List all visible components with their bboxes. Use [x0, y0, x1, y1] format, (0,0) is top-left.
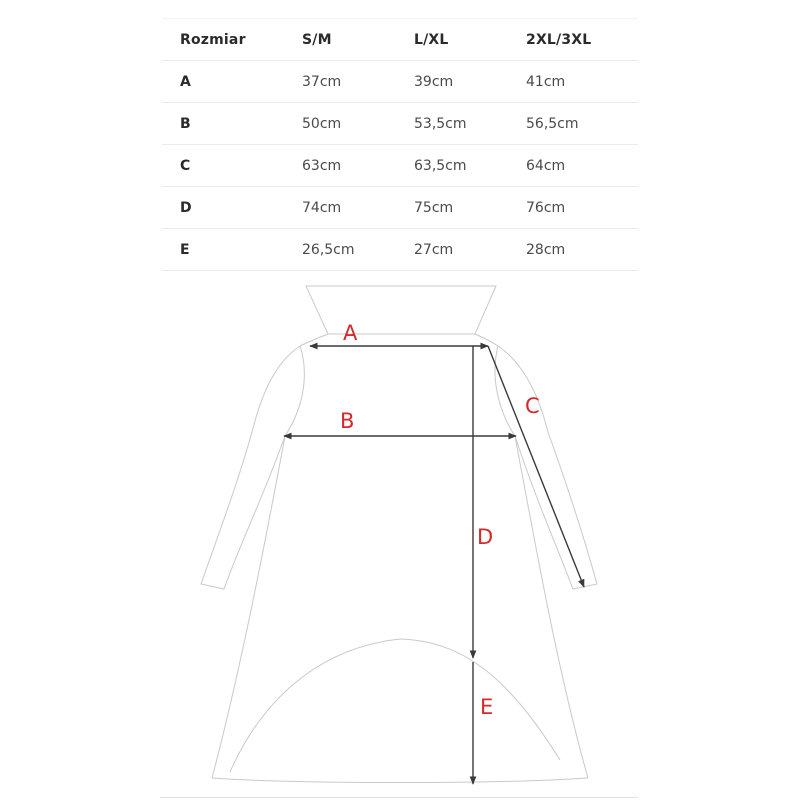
table-cell: 50cm	[284, 102, 396, 145]
table-row: E 26,5cm 27cm 28cm	[162, 228, 638, 271]
row-key-b: B	[162, 102, 284, 145]
header-l-xl: L/XL	[396, 18, 508, 61]
hem-outline	[211, 777, 589, 783]
row-key-a: A	[162, 60, 284, 103]
table-cell: 37cm	[284, 60, 396, 103]
table-cell: 76cm	[508, 186, 638, 229]
table-cell: 53,5cm	[396, 102, 508, 145]
right-underarm-outline	[494, 345, 516, 437]
row-key-d: D	[162, 186, 284, 229]
table-row: A 37cm 39cm 41cm	[162, 60, 638, 103]
table-cell: 74cm	[284, 186, 396, 229]
label-d: D	[477, 525, 493, 549]
size-chart-table: Rozmiar S/M L/XL 2XL/3XL A 37cm 39cm 41c…	[162, 18, 638, 271]
size-chart-header-row: Rozmiar S/M L/XL 2XL/3XL	[162, 18, 638, 61]
label-b: B	[340, 409, 354, 433]
measure-line-c	[487, 345, 585, 588]
header-size: Rozmiar	[162, 18, 284, 61]
table-cell: 39cm	[396, 60, 508, 103]
table-cell: 27cm	[396, 228, 508, 271]
label-e: E	[480, 695, 493, 719]
header-s-m: S/M	[284, 18, 396, 61]
left-underarm-outline	[284, 345, 305, 437]
table-row: B 50cm 53,5cm 56,5cm	[162, 102, 638, 145]
table-cell: 56,5cm	[508, 102, 638, 145]
label-a: A	[343, 321, 358, 345]
header-2xl-3xl: 2XL/3XL	[508, 18, 638, 61]
collar-outline	[305, 285, 497, 335]
table-cell: 41cm	[508, 60, 638, 103]
table-cell: 28cm	[508, 228, 638, 271]
table-row: C 63cm 63,5cm 64cm	[162, 144, 638, 187]
bottom-divider	[160, 797, 638, 798]
row-key-e: E	[162, 228, 284, 271]
back-curve-outline	[229, 638, 561, 773]
table-cell: 64cm	[508, 144, 638, 187]
table-cell: 63,5cm	[396, 144, 508, 187]
row-key-c: C	[162, 144, 284, 187]
table-cell: 26,5cm	[284, 228, 396, 271]
left-side-outline	[200, 333, 329, 779]
label-c: C	[525, 394, 540, 418]
right-side-outline	[474, 333, 598, 779]
table-cell: 63cm	[284, 144, 396, 187]
table-row: D 74cm 75cm 76cm	[162, 186, 638, 229]
table-cell: 75cm	[396, 186, 508, 229]
